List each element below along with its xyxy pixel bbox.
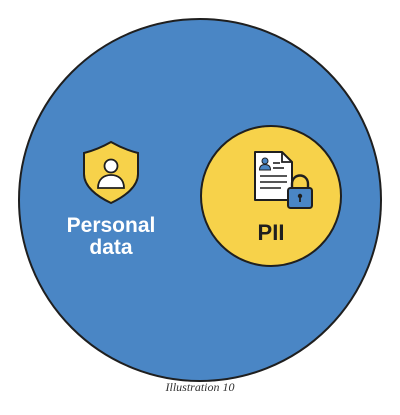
- pii-label: PII: [258, 220, 285, 245]
- figure-caption: Illustration 10: [165, 380, 235, 394]
- personal-data-circle: [18, 18, 382, 382]
- shield-user-icon: [83, 140, 139, 205]
- personal-data-label-line1: Personal: [67, 214, 156, 237]
- document-lock-icon: [254, 151, 313, 209]
- personal-data-label-line2: data: [89, 236, 133, 259]
